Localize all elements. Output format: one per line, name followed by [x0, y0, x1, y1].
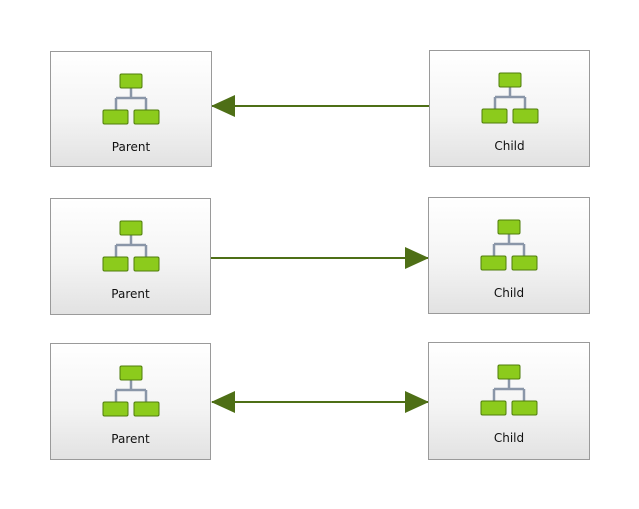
parent-node-label: Parent — [111, 140, 151, 154]
parent-node-row-3[interactable]: Parent — [50, 343, 211, 460]
parent-node-row-2[interactable]: Parent — [50, 198, 211, 315]
parent-node-row-1[interactable]: Parent — [50, 51, 212, 167]
hierarchy-icon — [102, 73, 160, 125]
hierarchy-icon — [481, 72, 538, 124]
child-node-row-1[interactable]: Child — [429, 50, 590, 167]
hierarchy-icon — [480, 364, 538, 416]
parent-node-label: Parent — [111, 432, 150, 446]
parent-node-label: Parent — [111, 287, 150, 301]
hierarchy-icon — [102, 220, 159, 272]
child-node-row-2[interactable]: Child — [428, 197, 590, 314]
child-node-label: Child — [493, 286, 525, 300]
hierarchy-icon — [480, 219, 538, 271]
child-node-label: Child — [493, 431, 525, 445]
child-node-label: Child — [494, 139, 525, 153]
hierarchy-icon — [102, 365, 159, 417]
child-node-row-3[interactable]: Child — [428, 342, 590, 460]
